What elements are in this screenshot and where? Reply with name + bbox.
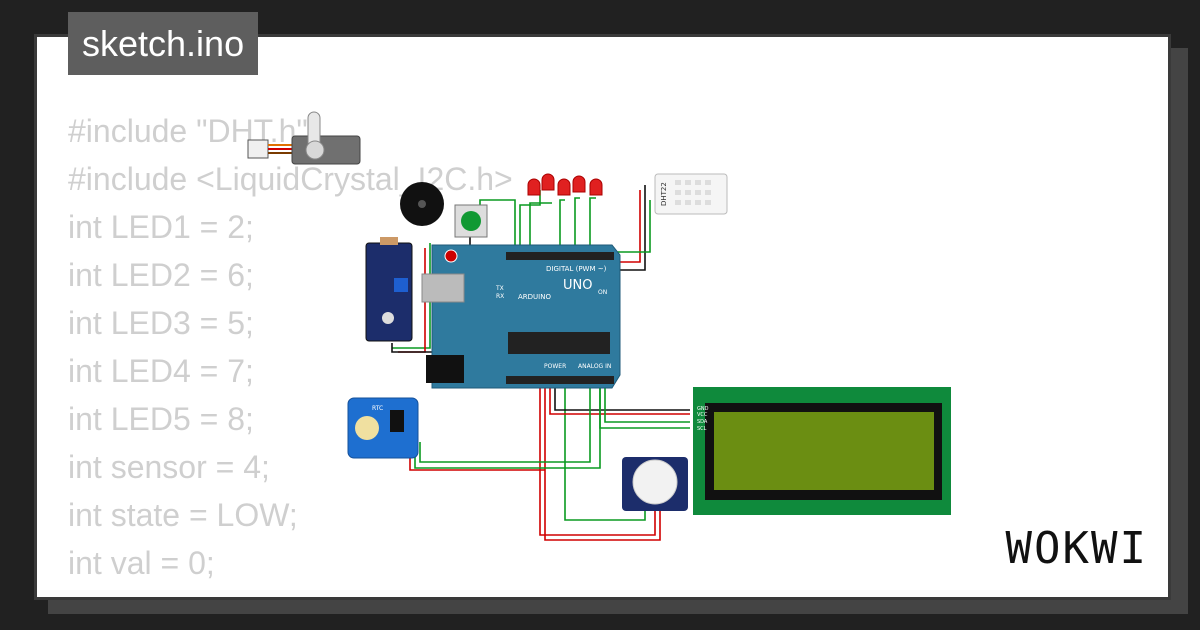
buzzer[interactable] — [400, 182, 444, 226]
lcd-display[interactable]: GND VCC SDA SCL — [693, 387, 951, 515]
code-line: int val = 0; — [68, 545, 215, 581]
dht-label: DHT22 — [660, 182, 668, 206]
board-brand: ARDUINO — [518, 293, 551, 301]
lcd-pin-sda: SDA — [697, 419, 708, 425]
wokwi-logo: WOKWI — [1005, 523, 1148, 574]
rx-label: RX — [496, 293, 504, 300]
code-line: #include <LiquidCrystal_I2C.h> — [68, 161, 513, 197]
code-line: int LED2 = 6; — [68, 257, 254, 293]
code-line: #include "DHT.h" — [68, 113, 308, 149]
leds[interactable] — [527, 173, 603, 196]
rtc-label: RTC — [372, 405, 383, 412]
code-preview: #include "DHT.h" #include <LiquidCrystal_… — [68, 107, 513, 597]
code-line: int LED5 = 8; — [68, 401, 254, 437]
power-label: POWER — [544, 363, 566, 370]
on-label: ON — [598, 289, 607, 296]
code-line: int LED1 = 2; — [68, 209, 254, 245]
arduino-uno-board[interactable]: DIGITAL (PWM ~) UNO ARDUINO ON TX RX POW… — [421, 244, 621, 389]
code-line: int LED3 = 5; — [68, 305, 254, 341]
pir-sensor[interactable] — [622, 457, 688, 511]
tx-label: TX — [495, 285, 504, 292]
rtc-module[interactable]: RTC — [347, 397, 419, 459]
ldr-module[interactable] — [365, 237, 413, 342]
push-button[interactable] — [454, 204, 488, 238]
lcd-pin-scl: SCL — [697, 426, 707, 432]
code-line: int sensor = 4; — [68, 449, 270, 485]
lcd-pin-vcc: VCC — [697, 412, 708, 418]
code-line: int button = Pin = 12; — [68, 587, 513, 597]
code-line: int LED4 = 7; — [68, 353, 254, 389]
lcd-pin-gnd: GND — [697, 406, 709, 412]
board-name: UNO — [563, 278, 592, 293]
analog-label: ANALOG IN — [578, 363, 611, 370]
code-line: int state = LOW; — [68, 497, 298, 533]
servo-motor[interactable] — [247, 111, 361, 165]
dht22-sensor[interactable]: DHT22 — [654, 173, 728, 215]
file-title: sketch.ino — [68, 12, 259, 75]
digital-label: DIGITAL (PWM ~) — [546, 265, 607, 273]
